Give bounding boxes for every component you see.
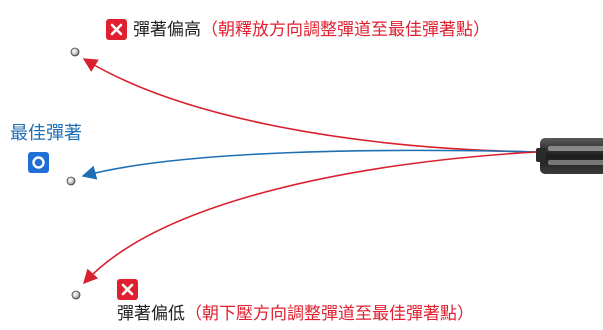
red-x-icon — [106, 19, 127, 40]
high-impact-title: 彈著偏高 — [133, 20, 201, 40]
blue-circle-icon — [28, 152, 49, 173]
low-trajectory-line — [83, 151, 537, 285]
high-target-dot — [70, 47, 80, 57]
high-impact-label: 彈著偏高（朝釋放方向調整彈道至最佳彈著點） — [133, 20, 490, 40]
slingshot-launcher-icon — [536, 138, 603, 174]
low-impact-label: 彈著偏低（朝下壓方向調整彈道至最佳彈著點） — [117, 304, 474, 324]
low-target-dot — [71, 290, 81, 300]
high-impact-note: （朝釋放方向調整彈道至最佳彈著點） — [201, 20, 490, 40]
low-impact-title: 彈著偏低 — [117, 304, 185, 324]
best-target-dot — [66, 176, 76, 186]
high-trajectory-line — [82, 58, 537, 153]
best-trajectory-line — [81, 149, 537, 180]
low-impact-note: （朝下壓方向調整彈道至最佳彈著點） — [185, 304, 474, 324]
red-x-icon — [117, 279, 138, 300]
best-impact-title: 最佳彈著 — [10, 123, 82, 144]
